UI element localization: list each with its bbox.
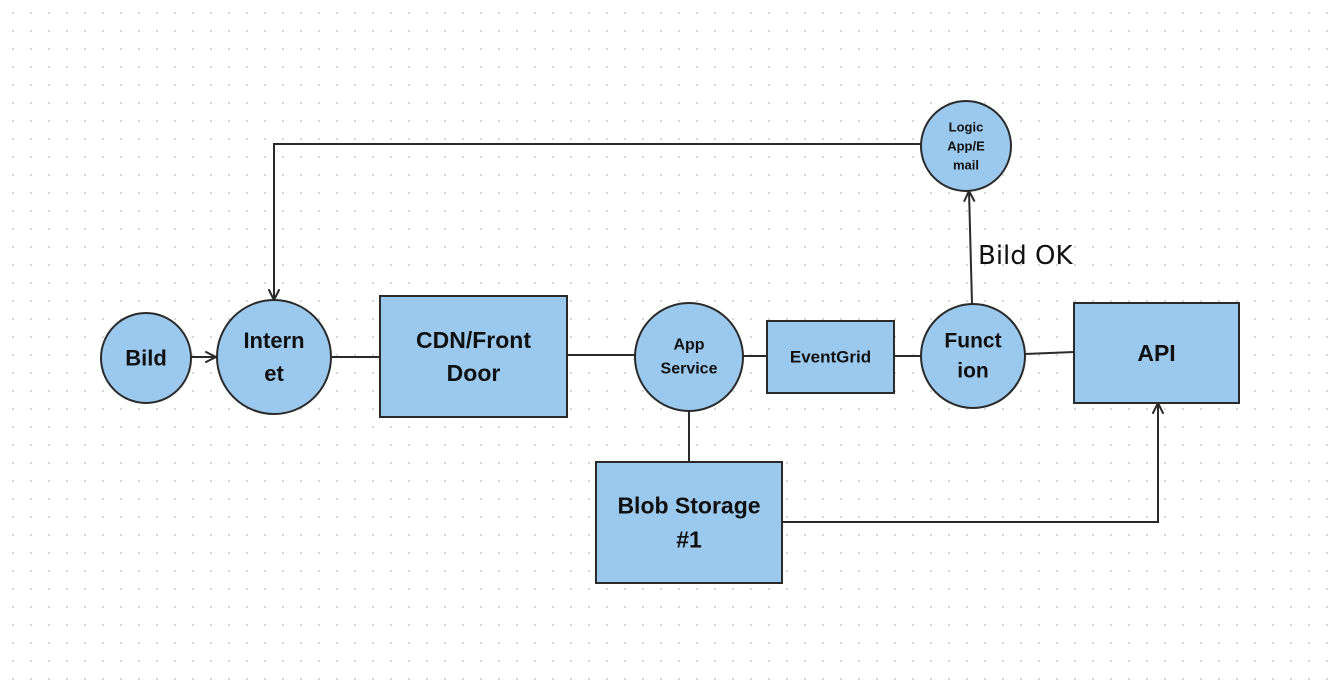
node-label-logic-app: Logic	[949, 120, 984, 135]
edge-label-function-to-logic-app: Bild OK	[978, 241, 1074, 271]
node-label-internet: Intern	[243, 328, 304, 353]
node-label-blob-storage: Blob Storage	[617, 493, 760, 519]
node-shape-internet	[216, 299, 332, 415]
node-shape-function	[920, 303, 1026, 409]
node-bild: Bild	[100, 312, 192, 404]
node-label-api: API	[1137, 340, 1175, 366]
node-blob-storage: Blob Storage #1	[595, 461, 783, 584]
edge-function-to-api	[1024, 351, 1075, 355]
node-function: Funct ion	[920, 303, 1026, 409]
node-shape-logic-app	[920, 100, 1012, 192]
node-api: API	[1073, 302, 1240, 404]
node-shape-cdn-front-door	[379, 295, 568, 418]
node-label-function: Funct	[944, 330, 1001, 353]
edge-function-to-logic-app	[963, 190, 976, 305]
node-label-cdn-front-door: Door	[447, 360, 501, 386]
node-label-app-service: Service	[661, 361, 718, 378]
node-shape-eventgrid	[766, 320, 895, 394]
node-internet: Intern et	[216, 299, 332, 415]
node-shape-api	[1073, 302, 1240, 404]
node-label-blob-storage: #1	[676, 527, 702, 553]
node-shape-bild	[100, 312, 192, 404]
node-shape-app-service	[634, 302, 744, 412]
connections: Bild OK	[191, 143, 1164, 523]
node-label-logic-app: mail	[953, 158, 979, 173]
node-label-logic-app: App/E	[947, 139, 985, 154]
node-label-function: ion	[957, 360, 989, 383]
node-label-app-service: App	[673, 337, 704, 354]
edge-blob-to-api	[782, 402, 1164, 523]
node-label-eventgrid: EventGrid	[790, 348, 871, 367]
node-label-internet: et	[264, 361, 284, 386]
edge-logic-app-to-internet	[268, 143, 921, 301]
node-eventgrid: EventGrid	[766, 320, 895, 394]
node-shape-blob-storage	[595, 461, 783, 584]
node-label-bild: Bild	[125, 346, 167, 371]
node-label-cdn-front-door: CDN/Front	[416, 327, 531, 353]
